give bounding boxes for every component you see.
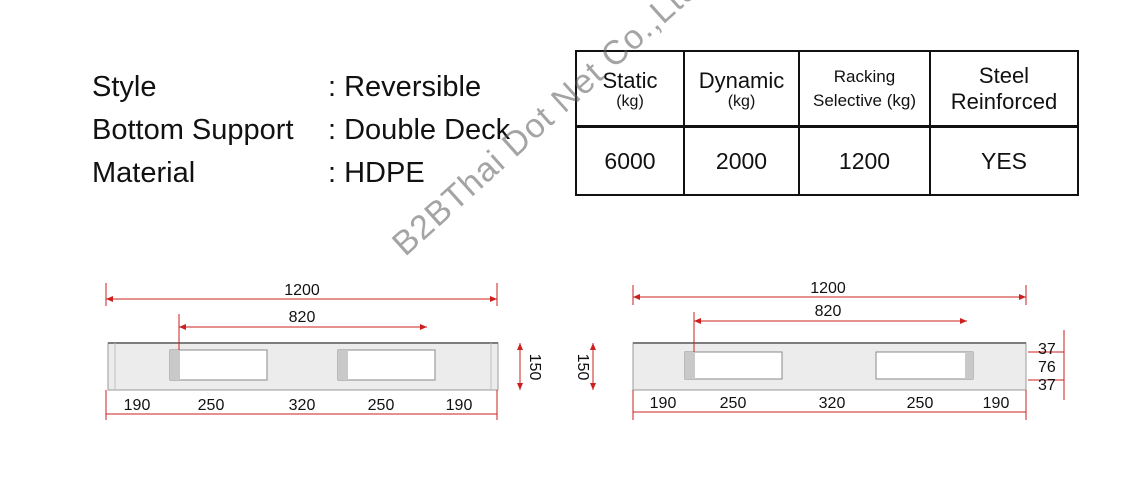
dimension-label-height: 150 bbox=[574, 354, 591, 381]
header-main: Dynamic bbox=[698, 67, 785, 93]
header-dynamic: Dynamic (kg) bbox=[683, 50, 800, 128]
right-opening-2 bbox=[875, 351, 974, 380]
load-capacity-table: Static (kg) Dynamic (kg) Racking Selecti… bbox=[575, 50, 1079, 196]
right-opening-shade bbox=[685, 352, 695, 379]
value-racking: 1200 bbox=[798, 125, 931, 196]
spec-label: Material bbox=[92, 157, 196, 189]
header-sub: Reinforced bbox=[950, 88, 1058, 114]
segment-label: 190 bbox=[446, 397, 473, 414]
table-header-row: Static (kg) Dynamic (kg) Racking Selecti… bbox=[575, 50, 1079, 128]
header-main: Racking bbox=[833, 66, 896, 86]
spec-value: : Double Deck bbox=[328, 114, 511, 146]
spec-list: Style : Reversible Bottom Support : Doub… bbox=[92, 66, 510, 195]
spec-value: : Reversible bbox=[328, 71, 482, 103]
left-pallet-diagram: 1200 820 150 190 250 320 250 190 bbox=[105, 282, 543, 420]
spec-row-style: Style : Reversible bbox=[92, 66, 510, 109]
segment-label: 320 bbox=[289, 397, 316, 414]
left-opening-1 bbox=[169, 349, 268, 381]
right-opening-shade bbox=[965, 352, 973, 379]
segment-label: 320 bbox=[819, 395, 846, 412]
right-opening-1 bbox=[684, 351, 783, 380]
value-dynamic: 2000 bbox=[683, 125, 800, 196]
header-steel: Steel Reinforced bbox=[929, 50, 1079, 128]
segment-label: 250 bbox=[907, 395, 934, 412]
dimension-label-inner: 820 bbox=[815, 303, 842, 320]
side-label: 37 bbox=[1038, 341, 1056, 358]
value-steel: YES bbox=[929, 125, 1079, 196]
spec-row-material: Material : HDPE bbox=[92, 152, 510, 195]
header-static: Static (kg) bbox=[575, 50, 685, 128]
spec-value: : HDPE bbox=[328, 157, 425, 189]
segment-label: 190 bbox=[983, 395, 1010, 412]
right-pallet-diagram: 1200 820 150 190 250 320 250 190 37 76 3… bbox=[574, 280, 1065, 420]
header-racking: Racking Selective (kg) bbox=[798, 50, 931, 128]
dimension-label-height: 150 bbox=[526, 354, 543, 381]
side-label: 76 bbox=[1038, 359, 1056, 376]
dimension-label-overall: 1200 bbox=[810, 280, 846, 297]
segment-label: 250 bbox=[368, 397, 395, 414]
header-sub: Selective (kg) bbox=[813, 90, 916, 110]
left-opening-2 bbox=[337, 349, 436, 381]
segment-label: 190 bbox=[650, 395, 677, 412]
left-opening-shade bbox=[170, 350, 180, 380]
header-sub: (kg) bbox=[727, 92, 756, 110]
dimension-label-inner: 820 bbox=[289, 309, 316, 326]
left-opening-shade bbox=[338, 350, 348, 380]
segment-label: 250 bbox=[720, 395, 747, 412]
header-main: Steel bbox=[978, 62, 1030, 88]
side-label: 37 bbox=[1038, 377, 1056, 394]
dimension-label-overall: 1200 bbox=[284, 282, 320, 299]
header-sub: (kg) bbox=[616, 92, 644, 110]
segment-label: 190 bbox=[124, 397, 151, 414]
spec-label: Style bbox=[92, 71, 157, 103]
header-main: Static bbox=[602, 67, 658, 93]
spec-label: Bottom Support bbox=[92, 114, 294, 146]
spec-row-bottom-support: Bottom Support : Double Deck bbox=[92, 109, 510, 152]
table-row: 6000 2000 1200 YES bbox=[575, 125, 1079, 196]
segment-label: 250 bbox=[198, 397, 225, 414]
left-pallet-body bbox=[107, 342, 499, 391]
value-static: 6000 bbox=[575, 125, 685, 196]
